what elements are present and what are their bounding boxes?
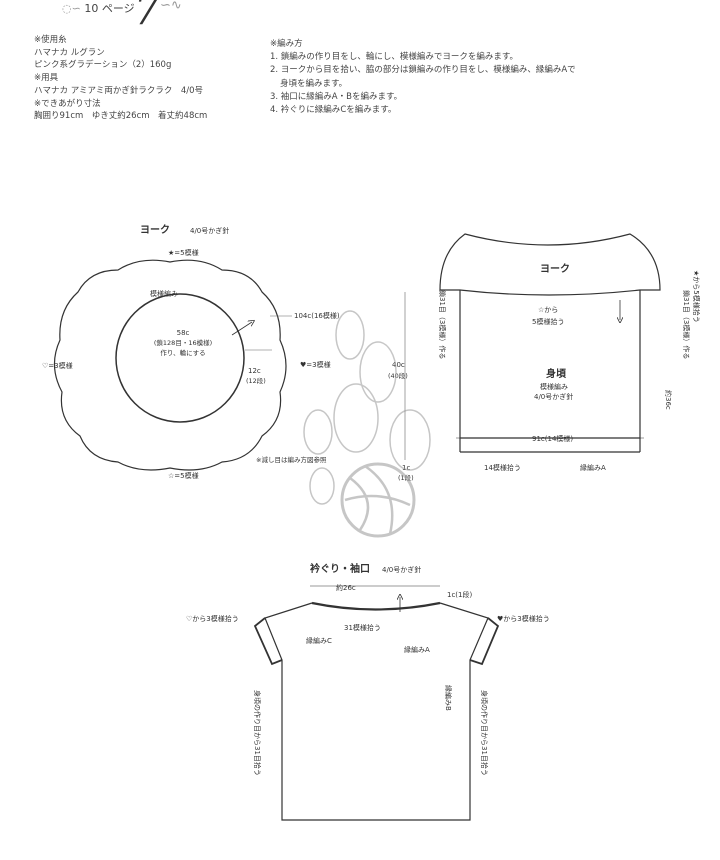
- yoke-height-2: (40段): [388, 371, 408, 380]
- size-value: 胸囲り91cm ゆき丈約26cm 着丈約48cm: [34, 111, 208, 122]
- neck-diagram: 衿ぐり・袖口 4/0号かぎ針 約26c 1c(1段) 31模様拾う 縁編みC ♡…: [186, 562, 550, 821]
- yoke-hook: 4/0号かぎ針: [190, 226, 229, 235]
- body-bottom-pick: 14模様拾う: [484, 463, 521, 472]
- page-reference: ◌∽ 10 ページ: [62, 2, 135, 15]
- yoke-inner-1: 58c: [177, 329, 190, 337]
- yoke-inner-2: (鎖128目・16模様): [154, 338, 212, 347]
- instructions-block: ※編み方 1. 鎖編みの作り目をし、輪にし、模様編みでヨークを編みます。 2. …: [270, 38, 576, 117]
- body-pattern: 模様編み: [540, 382, 568, 391]
- neck-edge-c: 縁編みC: [306, 636, 332, 645]
- body-title: 身頃: [546, 367, 567, 380]
- yoke-heart: ♥=3模様: [300, 360, 331, 369]
- yoke-side-top: 104c(16模様): [294, 311, 340, 320]
- body-pick-2: 5模様拾う: [532, 317, 564, 326]
- yoke-inner-circle: [115, 293, 245, 423]
- neck-right-body: 身頃の作り目から31目拾う: [480, 690, 489, 776]
- neck-edge-b: 縁編みB: [444, 685, 453, 711]
- neck-hook: 4/0号かぎ針: [382, 565, 421, 574]
- instruction-step-4: 4. 衿ぐりに縁編みCを編みます。: [270, 105, 397, 116]
- instruction-step-2-cont: 身頃を編みます。: [280, 78, 348, 89]
- yoke-title: ヨーク: [140, 224, 170, 236]
- yoke-height-3: 1c: [402, 464, 410, 472]
- body-right-side-2: 鎖31目（3模様）作る: [682, 290, 691, 359]
- instruction-step-3: 3. 袖口に縁編みA・Bを編みます。: [270, 91, 403, 102]
- neck-height: 1c(1段): [447, 590, 472, 599]
- yoke-depth-1: 12c: [248, 367, 261, 375]
- yoke-note: ※減し目は編み方図参照: [256, 455, 327, 464]
- tools-name: ハマナカ アミアミ両かぎ針ラクラク 4/0号: [34, 85, 204, 96]
- neck-right-pick: ♥から3模様拾う: [497, 614, 550, 623]
- watermark-logo: [303, 310, 431, 538]
- pattern-number: 7: [134, 0, 160, 34]
- ornament-icon: ∽∿: [160, 0, 182, 13]
- neck-edge-a: 縁編みA: [404, 645, 430, 654]
- body-width: 91c(14模様): [532, 434, 573, 443]
- yoke-star-label: ★=5模様: [168, 248, 199, 257]
- neck-left-body: 身頃の作り目から31目拾う: [253, 690, 262, 776]
- neck-left-pick: ♡から3模様拾う: [186, 614, 239, 623]
- yarn-heading: ※使用糸: [34, 35, 67, 45]
- yarn-name: ハマナカ ルグラン: [34, 47, 105, 58]
- yoke-depth-2: (12段): [246, 376, 266, 385]
- body-pick: ☆から: [538, 306, 558, 314]
- yoke-diamond: ♡=3模様: [42, 361, 73, 370]
- body-left-side: 鎖31目（3模様）作る: [438, 290, 447, 359]
- yoke-diagram: ヨーク 4/0号かぎ針 ★=5模様 模様編み 58c (鎖128目・16模様) …: [42, 224, 414, 482]
- neck-pick: 31模様拾う: [344, 623, 381, 632]
- materials-block: ※使用糸 ハマナカ ルグラン ピンク系グラデーション（2）160g ※用具 ハマ…: [34, 34, 207, 123]
- yoke-pattern: 模様編み: [150, 289, 178, 298]
- instruction-step-1: 1. 鎖編みの作り目をし、輪にし、模様編みでヨークを編みます。: [270, 52, 518, 63]
- body-diagram: ヨーク ☆から 5模様拾う 身頃 模様編み 4/0号かぎ針 鎖31目（3模様）作…: [438, 233, 701, 472]
- body-right-side: ★から5模様拾う: [692, 270, 701, 323]
- instructions-heading: ※編み方: [270, 39, 303, 49]
- body-edge: 縁編みA: [580, 463, 606, 472]
- neck-title: 衿ぐり・袖口: [310, 562, 370, 575]
- tools-heading: ※用具: [34, 73, 59, 84]
- body-length: 約36c: [664, 390, 673, 410]
- yoke-inner-3: 作り、輪にする: [160, 348, 205, 357]
- yarn-color: ピンク系グラデーション（2）160g: [34, 60, 172, 71]
- size-heading: ※できあがり寸法: [34, 98, 101, 109]
- body-hook: 4/0号かぎ針: [534, 392, 573, 401]
- neck-width: 約26c: [336, 583, 356, 592]
- yoke-outer-edge: [53, 259, 287, 471]
- instruction-step-2: 2. ヨークから目を拾い、脇の部分は鎖編みの作り目をし、模様編み、縁編みAで: [270, 65, 576, 76]
- yoke-height-1: 40c: [392, 361, 405, 369]
- yoke-bottom: ☆=5模様: [168, 471, 199, 480]
- body-yoke-label: ヨーク: [540, 263, 570, 275]
